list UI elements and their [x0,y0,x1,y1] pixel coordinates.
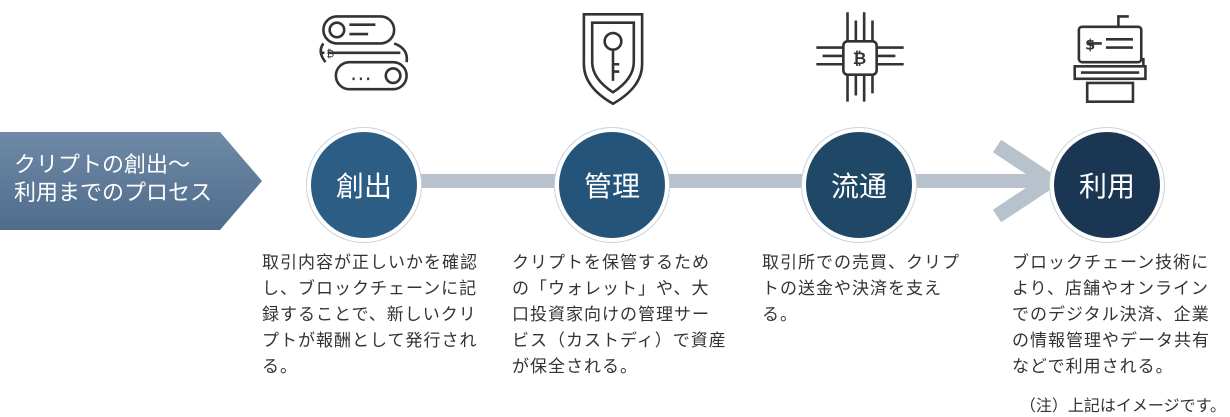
banner-title: クリプトの創出～ 利用までのプロセス [14,153,213,206]
step-label-circulation: 流通 [830,170,887,203]
svg-text:$: $ [1085,37,1095,54]
bitcoin-chip-icon: ₿ [816,12,904,102]
footnote: （注）上記はイメージです。 [1019,396,1226,415]
svg-text:₿: ₿ [327,48,335,60]
svg-text:₿: ₿ [853,49,867,68]
step-circle-circulation: 流通 [802,128,916,242]
step-label-creation: 創出 [335,170,392,203]
step-description-creation: 取引内容が正しいかを確認し、ブロックチェーンに記録することで、新しいクリプトが報… [262,253,478,377]
step-circle-usage: 利用 [1050,128,1164,242]
step-description-circulation: 取引所での売買、クリプトの送金や決済を支える。 [762,253,960,325]
step-label-usage: 利用 [1078,170,1135,203]
step-description-management: クリプトを保管するための「ウォレット」や、大口投資家向けの管理サービス（カストデ… [512,253,727,377]
step-description-usage: ブロックチェーン技術により、店舗やオンラインでのデジタル決済、企業の情報管理やデ… [1012,253,1210,377]
step-label-management: 管理 [583,170,640,203]
step-circle-management: 管理 [555,128,669,242]
connector-line [350,174,1060,188]
key-shield-icon [582,13,644,106]
process-banner: クリプトの創出～ 利用までのプロセス [0,132,262,230]
payment-terminal-icon: $ [1073,15,1147,103]
bitcoin-wallet-icon: ₿ [319,15,409,91]
step-circle-creation: 創出 [307,128,421,242]
